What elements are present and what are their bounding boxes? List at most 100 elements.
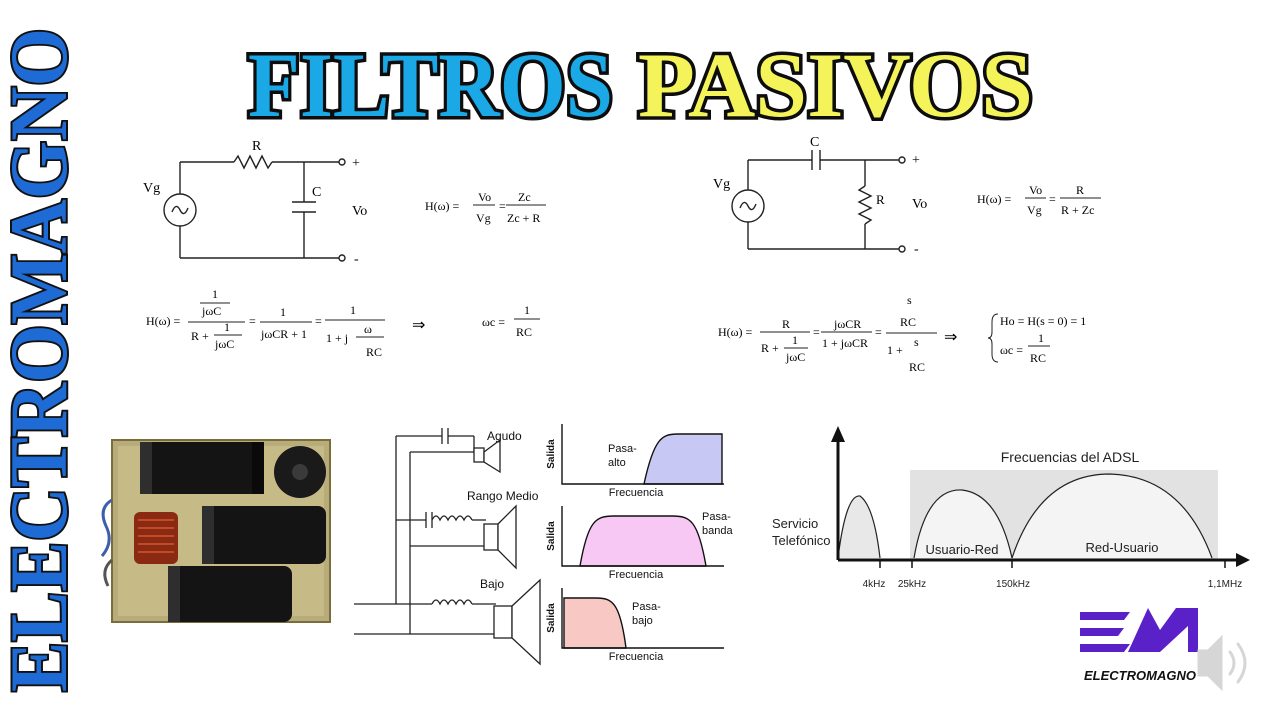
svg-text:ωc =: ωc = — [1000, 343, 1023, 357]
adsl-band-downstream-label: Red-Usuario — [1086, 540, 1159, 555]
adsl-tick-4khz: 4kHz — [863, 579, 886, 590]
response-label2-bandpass: banda — [702, 525, 733, 537]
title-pasivos: PASIVOS — [638, 34, 1033, 136]
svg-text:⇒: ⇒ — [944, 329, 957, 346]
lowpass-vg-label: Vg — [143, 181, 160, 196]
lowpass-source-icon — [163, 193, 197, 227]
response-axes-bandpass — [561, 506, 724, 567]
adsl-service-line1: Servicio — [772, 516, 818, 531]
lowpass-minus-label: - — [354, 252, 359, 267]
svg-text:1: 1 — [350, 303, 356, 317]
svg-text:jωCR + 1: jωCR + 1 — [260, 327, 307, 341]
svg-text:s: s — [907, 293, 912, 307]
svg-text:R + Zc: R + Zc — [1061, 203, 1094, 217]
adsl-tick-25khz: 25kHz — [898, 579, 926, 590]
svg-text:=: = — [875, 325, 882, 339]
highpass-c-label: C — [810, 135, 819, 150]
lowpass-derivation: H(ω) = 1 jωC R + 1 jωC = 1 jωCR + 1 = 1 … — [146, 287, 540, 359]
tweeter-icon — [473, 438, 501, 474]
crossover-schematic — [354, 428, 541, 666]
highpass-vg-label: Vg — [713, 177, 730, 192]
lowpass-plus-label: + — [352, 156, 360, 171]
response-axes-lowpass — [561, 588, 724, 649]
svg-text:=: = — [813, 325, 820, 339]
crossover-rango-medio-label: Rango Medio — [467, 489, 539, 503]
svg-text:R +: R + — [191, 329, 209, 343]
adsl-tick-1-1mhz: 1,1MHz — [1208, 579, 1242, 590]
highpass-circuit — [731, 150, 906, 253]
svg-text:Ho = H(s = 0) = 1: Ho = H(s = 0) = 1 — [1000, 314, 1086, 328]
response-ylabel-highpass: Salida — [546, 439, 557, 469]
svg-text:RC: RC — [516, 325, 532, 339]
response-axes-highpass — [561, 424, 724, 485]
adsl-title: Frecuencias del ADSL — [1001, 449, 1140, 465]
adsl-band-upstream-label: Usuario-Red — [926, 542, 999, 557]
lowpass-r-label: R — [252, 139, 262, 154]
capacitor-middle — [202, 506, 326, 564]
svg-text:=: = — [499, 199, 506, 213]
response-xlabel-bandpass: Frecuencia — [609, 569, 664, 581]
svg-text:ωc =: ωc = — [482, 315, 505, 329]
svg-text:ω: ω — [364, 322, 372, 336]
svg-text:jωC: jωC — [785, 350, 805, 364]
svg-text:1 + jωCR: 1 + jωCR — [822, 336, 868, 350]
svg-text:jωC: jωC — [214, 337, 234, 351]
svg-text:H(ω) =: H(ω) = — [718, 325, 753, 339]
response-curve-highpass — [643, 433, 723, 485]
crossover-agudo-label: Agudo — [487, 429, 522, 443]
adsl-tick-150khz: 150kHz — [996, 579, 1030, 590]
adsl-service-line2: Telefónico — [772, 533, 831, 548]
svg-text:1: 1 — [280, 305, 286, 319]
svg-text:Zc: Zc — [518, 190, 531, 204]
response-label1-bandpass: Pasa- — [702, 511, 731, 523]
capacitor-top — [140, 442, 264, 494]
logo-text: ELECTROMAGNO — [1084, 668, 1196, 683]
svg-text:RC: RC — [366, 345, 382, 359]
svg-text:R: R — [1076, 183, 1084, 197]
adsl-downstream-lobe — [1011, 473, 1213, 559]
lowpass-circuit — [163, 154, 346, 262]
highpass-vo-label: Vo — [912, 197, 927, 212]
midrange-speaker-icon — [483, 504, 517, 570]
svg-text:1: 1 — [212, 287, 218, 301]
svg-text:Vg: Vg — [476, 211, 491, 225]
svg-text:1 +: 1 + — [887, 343, 903, 357]
highpass-plus-label: + — [912, 153, 920, 168]
response-label1-lowpass: Pasa- — [632, 601, 661, 613]
response-ylabel-bandpass: Salida — [546, 521, 557, 551]
round-capacitor — [274, 446, 326, 498]
svg-text:R +: R + — [761, 341, 779, 355]
svg-text:1: 1 — [524, 303, 530, 317]
lowpass-c-label: C — [312, 185, 321, 200]
response-label1-highpass: Pasa- — [608, 443, 637, 455]
response-ylabel-lowpass: Salida — [546, 603, 557, 633]
svg-text:RC: RC — [909, 360, 925, 374]
adsl-upstream-lobe — [913, 489, 1013, 559]
main-title: FILTROS PASIVOS — [245, 31, 1037, 139]
inductor-coil — [134, 512, 178, 564]
logo-em-mark — [1080, 608, 1198, 652]
response-plot-bandpass: Frecuencia Salida Pasa-banda — [546, 506, 733, 581]
svg-text:=: = — [1049, 192, 1056, 206]
svg-text:Vo: Vo — [478, 190, 491, 204]
lowpass-vo-label: Vo — [352, 204, 367, 219]
svg-text:H(ω) =: H(ω) = — [425, 199, 460, 213]
crossover-board-photo — [100, 439, 331, 623]
svg-text:H(ω) =: H(ω) = — [977, 192, 1012, 206]
response-xlabel-highpass: Frecuencia — [609, 487, 664, 499]
svg-text:Vg: Vg — [1027, 203, 1042, 217]
response-xlabel-lowpass: Frecuencia — [609, 651, 664, 663]
svg-text:H(ω) =: H(ω) = — [146, 314, 181, 328]
side-brand-text: ELECTROMAGNO — [4, 28, 82, 692]
svg-text:Vo: Vo — [1029, 183, 1042, 197]
highpass-source-icon — [731, 189, 765, 223]
svg-text:jωCR: jωCR — [833, 317, 861, 331]
svg-text:1: 1 — [224, 320, 230, 334]
adsl-voice-lobe — [837, 495, 881, 559]
crossover-bajo-label: Bajo — [480, 577, 504, 591]
speaker-volume-icon[interactable] — [1197, 634, 1247, 692]
highpass-derivation: H(ω) = R R + 1 jωC = jωCR 1 + jωCR = s R… — [718, 293, 1086, 374]
